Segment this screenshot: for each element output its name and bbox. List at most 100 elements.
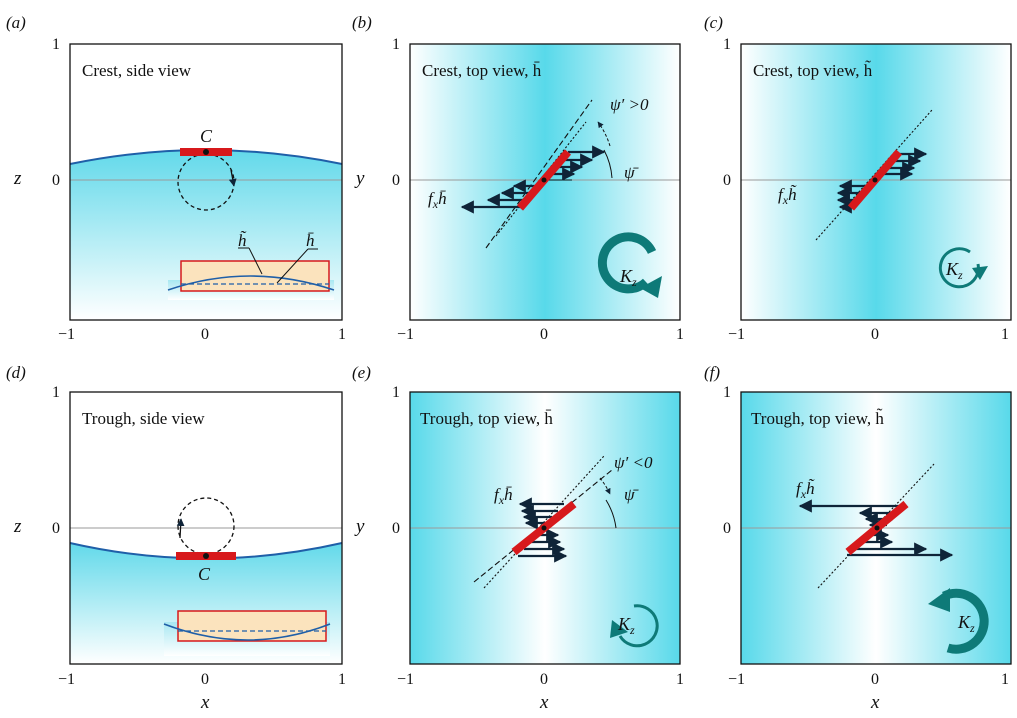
psi-prime-arc-e [599,477,611,495]
kz-rotation-arrow-b [597,232,657,294]
orbit-arrow [228,169,237,187]
panel-a: (a) C Crest, side view h̃ h̄ z 1 0 −1 0 … [6,13,346,343]
panel-e-ytick-0: 0 [392,520,400,537]
panel-d-ytick-1: 1 [52,384,60,401]
panel-f-ytick-1: 1 [723,384,731,401]
kz-arrowhead-f [928,588,950,612]
panel-c-ytick-1: 1 [723,36,731,53]
psi-prime-arc [597,121,611,147]
panel-a-ytick-0: 0 [52,172,60,189]
kz-arrowhead-e [610,620,628,638]
panel-e-xtick-min: −1 [397,671,414,688]
axis-y-label-e: y [354,516,365,537]
panel-b: (b) Crest, top view, h̄ ψ′ >0 ψ̄ fxh̄ Kz… [352,13,684,343]
kz-arrowhead-b [640,276,662,298]
axis-y-label-b: y [354,168,365,189]
panel-f-xtick-max: 1 [1001,671,1009,688]
panel-d-ytick-0: 0 [52,520,60,537]
axis-x-label-d: x [200,692,210,713]
panel-e-frame [409,391,681,665]
panel-a-xtick-max: 1 [338,326,346,343]
kz-rotation-arrow-c [938,247,980,289]
psi-bar-arc-e [605,499,617,529]
panel-a-title: Crest, side view [82,61,192,80]
panel-f-xtick-min: −1 [728,671,745,688]
panel-b-title: Crest, top view, h̄ [422,61,542,80]
plate-center-dot [203,149,209,155]
kz-rotation-arrow-e [618,604,659,648]
inset-plate-box-d [177,610,327,642]
panel-f-ytick-0: 0 [723,520,731,537]
panel-b-xtick-max: 1 [676,326,684,343]
panel-e: (e) Trough, top view, h̄ ψ′ <0 ψ̄ fxh̄ K… [352,363,684,713]
panel-e-dashed-line [473,469,613,583]
panel-c-tag: (c) [704,13,723,32]
panel-b-frame [409,43,681,321]
panel-c: (c) Crest, top view, h̃ fxh̃ Kz 1 0 −1 0… [704,13,1012,343]
panel-f-tag: (f) [704,363,720,382]
kz-label-c: Kz [945,259,963,282]
force-label-b: fxh̄ [428,189,447,211]
panel-b-ytick-0: 0 [392,172,400,189]
inset-wave-curve [167,275,335,291]
panel-c-frame [740,43,1012,321]
point-c-label-d: C [198,564,211,584]
force-label-c: fxh̃ [778,185,797,207]
orbit-arrow-d [176,518,185,539]
panel-e-xtick-0: 0 [540,671,548,688]
panel-d-xtick-0: 0 [201,671,209,688]
panel-a-ytick-1: 1 [52,36,60,53]
kz-label-f: Kz [957,612,975,635]
psi-prime-label: ψ′ >0 [610,95,649,114]
inset-wave-curve-d [163,623,331,641]
kz-arrowhead-c [972,266,988,280]
inset-bar-leader [276,248,309,284]
panel-f-frame [740,391,1012,665]
kz-label-b: Kz [619,266,637,289]
panel-c-xtick-min: −1 [728,326,745,343]
panel-b-ytick-1: 1 [392,36,400,53]
axis-x-label-f: x [870,692,880,713]
panel-b-tag: (b) [352,13,372,32]
panel-e-title: Trough, top view, h̄ [420,409,553,428]
panel-e-xtick-max: 1 [676,671,684,688]
panel-b-dashed-line [485,99,593,249]
panel-b-xtick-min: −1 [397,326,414,343]
panel-d-xtick-max: 1 [338,671,346,688]
inset-h-bar-label: h̄ [306,231,315,250]
panel-a-frame [69,43,343,321]
panel-c-dotted-line [815,109,933,241]
psi-prime-label-e: ψ′ <0 [614,453,653,472]
panel-f-xtick-0: 0 [871,671,879,688]
panel-f-title: Trough, top view, h̃ [751,409,884,428]
panel-c-xtick-0: 0 [871,326,879,343]
panel-a-xtick-min: −1 [58,326,75,343]
point-c-label: C [200,126,213,146]
panel-a-tag: (a) [6,13,26,32]
panel-d-tag: (d) [6,363,26,382]
panel-d-frame [69,391,343,665]
force-label-e: fxh̄ [494,485,513,507]
axis-z-label-top: z [13,168,22,189]
panel-e-tag: (e) [352,363,371,382]
panel-c-title: Crest, top view, h̃ [753,61,873,80]
panel-d: (d) C Trough, side view z 0 −1 0 1 x [6,363,346,713]
panel-d-xtick-min: −1 [58,671,75,688]
kz-label-e: Kz [617,614,635,637]
axis-z-label-bottom: z [13,516,22,537]
force-arrows-e [518,497,568,563]
panel-f: (f) Trough, top view, h̃ fxh̃ Kz 0 −1 0 … [704,363,1012,713]
force-label-f: fxh̃ [796,479,815,501]
kz-rotation-arrow-f [942,588,989,654]
panel-c-ytick-0: 0 [723,172,731,189]
axis-x-label-e: x [539,692,549,713]
panel-c-xtick-max: 1 [1001,326,1009,343]
panel-a-xtick-0: 0 [201,326,209,343]
panel-d-title: Trough, side view [82,409,205,428]
panel-b-xtick-0: 0 [540,326,548,343]
inset-h-tilde-label: h̃ [238,231,247,250]
panel-e-ytick-1: 1 [392,384,400,401]
inset-tilde-leader [248,247,263,275]
force-arrows-f [798,499,954,562]
